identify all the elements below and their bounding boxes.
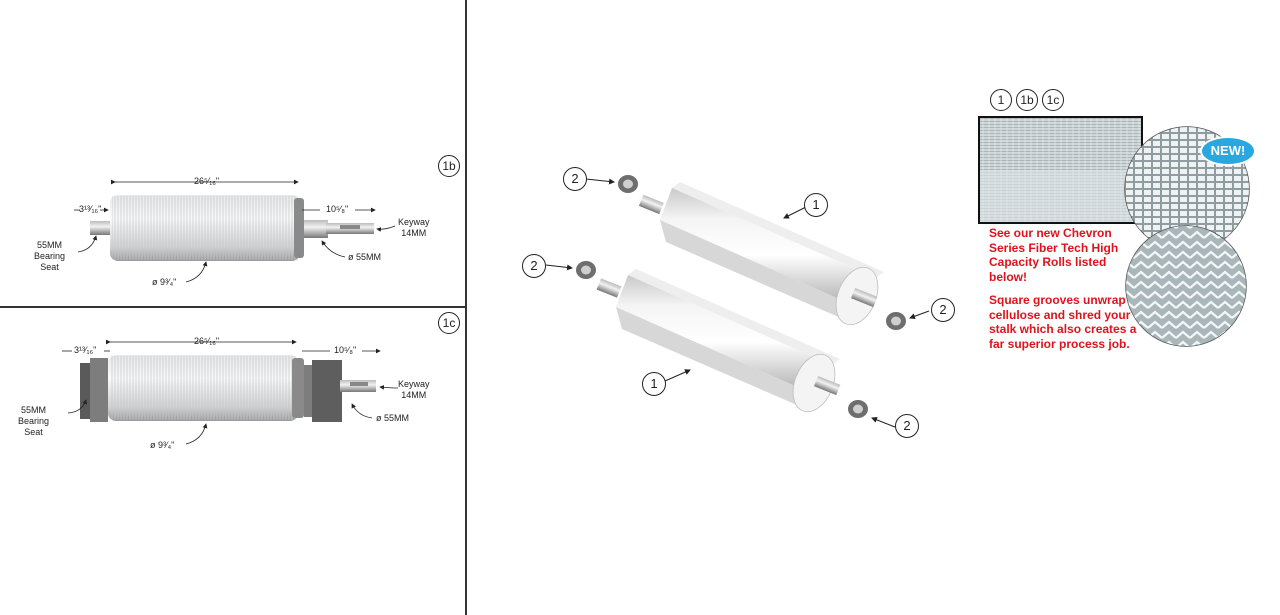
panel-1c-badge: 1c (438, 312, 460, 334)
dim-left-1b: 3¹³⁄₁₆" (79, 204, 102, 214)
callout-roll-upper: 1 (804, 193, 828, 217)
dim-length-1b: 26⁵⁄₁₆" (194, 176, 220, 186)
callout-bearing-3: 2 (931, 298, 955, 322)
callout-bearing-1: 2 (563, 167, 587, 191)
roll-dia-label-1b: ø 9³⁄₄" (152, 277, 177, 287)
bearing-mid-right (886, 312, 906, 330)
bearing-mid-left (576, 261, 596, 279)
detail-badge-1c: 1c (1042, 89, 1064, 111)
roll-dia-label-1c: ø 9³⁄₄" (150, 440, 175, 450)
bearing-top-left (618, 175, 638, 193)
left-shaft (90, 221, 112, 235)
detail-badge-1: 1 (990, 89, 1012, 111)
keyway-label-1b: Keyway 14MM (398, 217, 430, 238)
bearing-bottom-right (848, 400, 868, 418)
callout-roll-lower: 1 (642, 372, 666, 396)
roll-1c-drawing (62, 339, 399, 445)
promo-text-chevron: See our new Chevron Series Fiber Tech Hi… (989, 226, 1119, 284)
detail-badge-1b: 1b (1016, 89, 1038, 111)
dim-length-1c: 26⁵⁄₁₆" (194, 336, 220, 346)
dim-right-1c: 10⁵⁄₈" (334, 345, 357, 355)
bearing-seat-label-1b: 55MM Bearing Seat (34, 240, 66, 272)
promo-text-square-grooves: Square grooves unwrap cellulose and shre… (989, 293, 1137, 351)
callout-bearing-4: 2 (895, 414, 919, 438)
panel-divider-horizontal (0, 306, 465, 308)
keyway-label-1c: Keyway 14MM (398, 379, 430, 400)
roll-1b-drawing (74, 179, 396, 283)
bearing-seat-label-1c: 55MM Bearing Seat (18, 405, 50, 437)
shaft-dia-label-1b: ø 55MM (348, 252, 382, 262)
lower-roll (596, 269, 841, 413)
upper-roll (638, 182, 884, 326)
panel-1b-badge: 1b (438, 155, 460, 177)
callout-bearing-2: 2 (522, 254, 546, 278)
new-badge: NEW! (1202, 138, 1254, 164)
panel-divider-vertical (465, 0, 467, 615)
dim-right-1b: 10⁵⁄₈" (326, 204, 349, 214)
shaft-dia-label-1c: ø 55MM (376, 413, 410, 423)
dim-left-1c: 3¹³⁄₁₆" (74, 345, 97, 355)
right-bearing-block (312, 360, 342, 422)
